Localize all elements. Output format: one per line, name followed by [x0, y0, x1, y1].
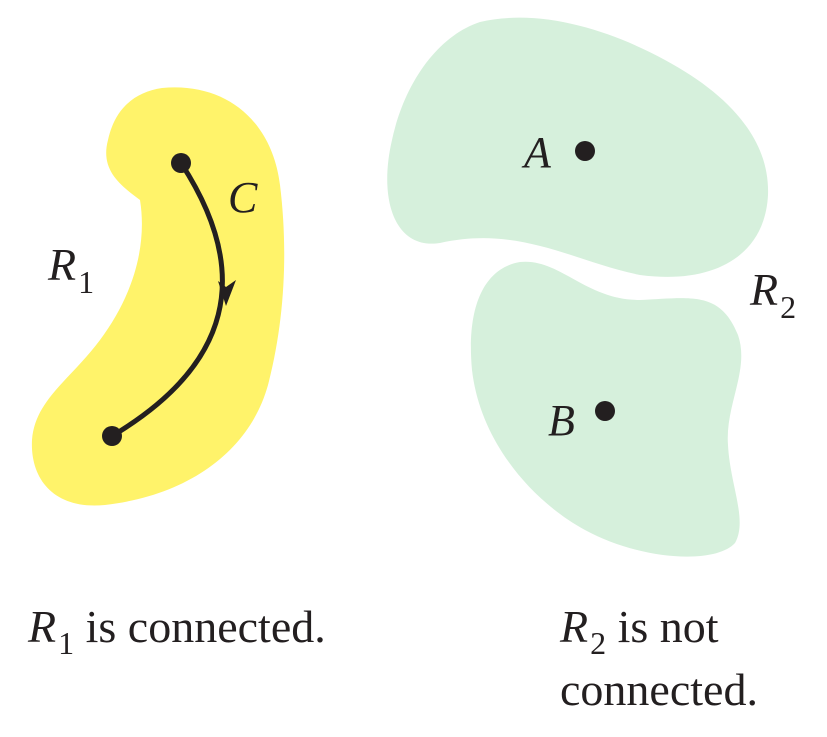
region-r1-label-main: R — [47, 239, 76, 290]
region-r2-label: R2 — [749, 264, 796, 325]
point-a-dot — [575, 141, 595, 161]
region-r1-shape — [31, 87, 285, 506]
point-b-label: B — [548, 396, 575, 445]
caption-r1-sub: 1 — [58, 625, 74, 661]
caption-r1: R1 is connected. — [27, 601, 326, 661]
caption-r1-main: R — [27, 601, 56, 652]
region-r1-label-sub: 1 — [78, 264, 94, 300]
caption-r2-line2: connected. — [560, 664, 758, 715]
curve-end-point — [102, 426, 122, 446]
curve-c — [110, 161, 225, 439]
curve-start-point — [171, 153, 191, 173]
caption-r2-line1: R2 is not — [559, 601, 719, 661]
curve-c-arrowhead — [218, 280, 236, 306]
caption-r2-text1: is not — [606, 601, 719, 652]
region-r1-label: R1 — [47, 239, 94, 300]
caption-r2-sub: 2 — [590, 625, 606, 661]
region-r2-label-main: R — [749, 264, 778, 315]
region-r2-label-sub: 2 — [780, 289, 796, 325]
point-a-label: A — [521, 128, 552, 177]
point-b-dot — [595, 401, 615, 421]
caption-r2-main: R — [559, 601, 588, 652]
curve-c-label: C — [228, 173, 258, 222]
caption-r1-text: is connected. — [74, 601, 326, 652]
